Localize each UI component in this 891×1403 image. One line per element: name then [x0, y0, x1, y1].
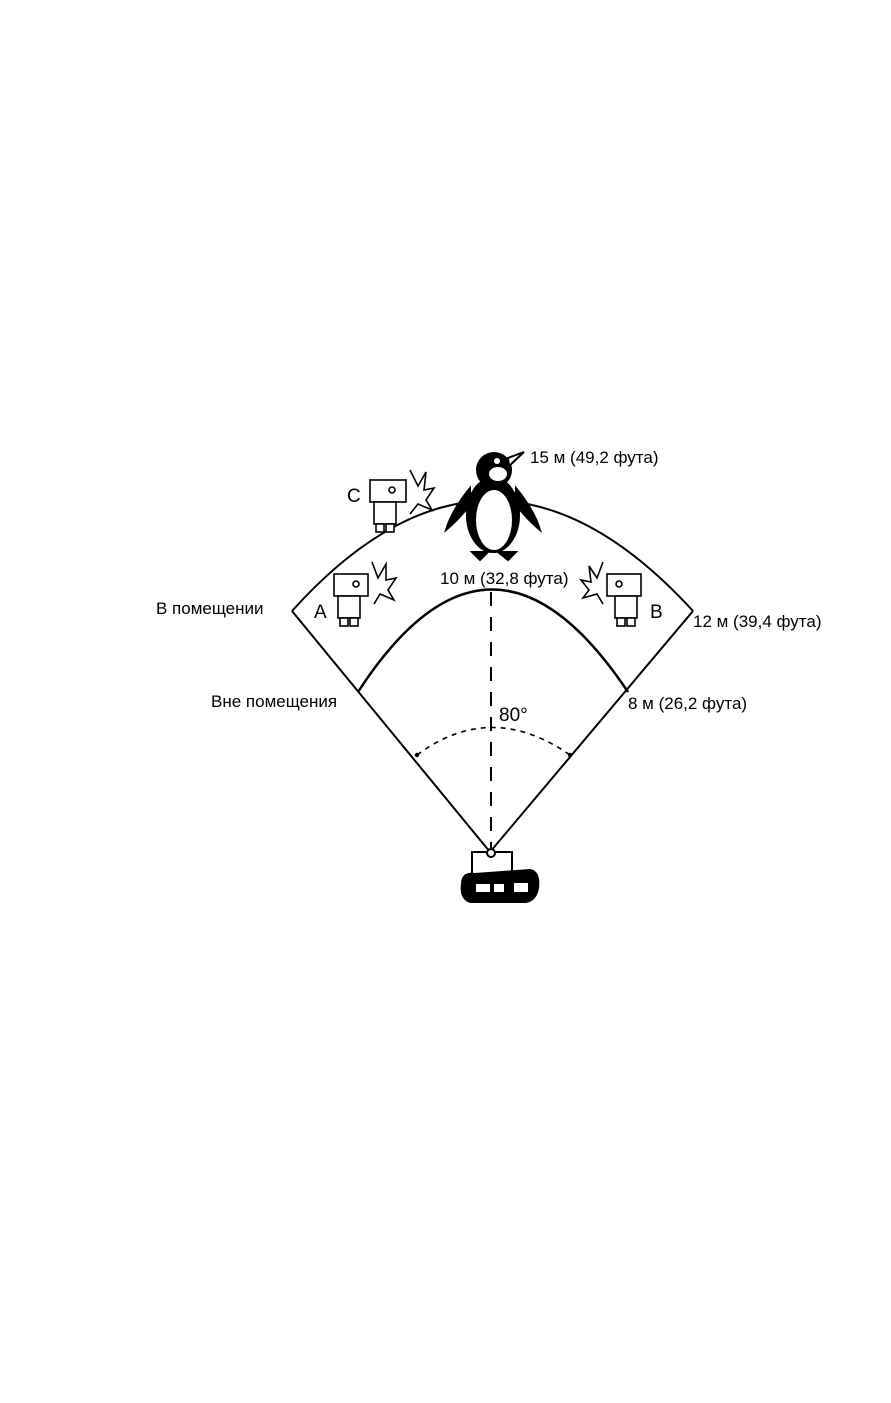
outdoor-range-arc — [358, 590, 628, 693]
angle-arc-dashed — [417, 728, 570, 756]
label-range-15m: 15 м (49,2 фута) — [530, 448, 659, 467]
label-range-12m: 12 м (39,4 фута) — [693, 612, 822, 631]
flash-label-c: C — [347, 486, 361, 507]
label-angle: 80° — [499, 705, 528, 726]
penguin-icon — [446, 452, 540, 560]
label-range-8m: 8 м (26,2 фута) — [628, 694, 747, 713]
label-range-10m: 10 м (32,8 фута) — [440, 569, 569, 588]
flash-unit-b-icon — [581, 562, 641, 626]
angle-arc-end-right — [568, 753, 572, 757]
label-outdoor: Вне помещения — [211, 692, 337, 711]
angle-arc-end-left — [415, 753, 419, 757]
camera-icon — [462, 849, 539, 902]
indoor-range-sector — [292, 501, 693, 853]
flash-label-b: B — [650, 602, 663, 623]
flash-label-a: A — [314, 602, 327, 623]
flash-unit-a-icon — [334, 562, 396, 626]
label-indoor: В помещении — [156, 599, 264, 618]
